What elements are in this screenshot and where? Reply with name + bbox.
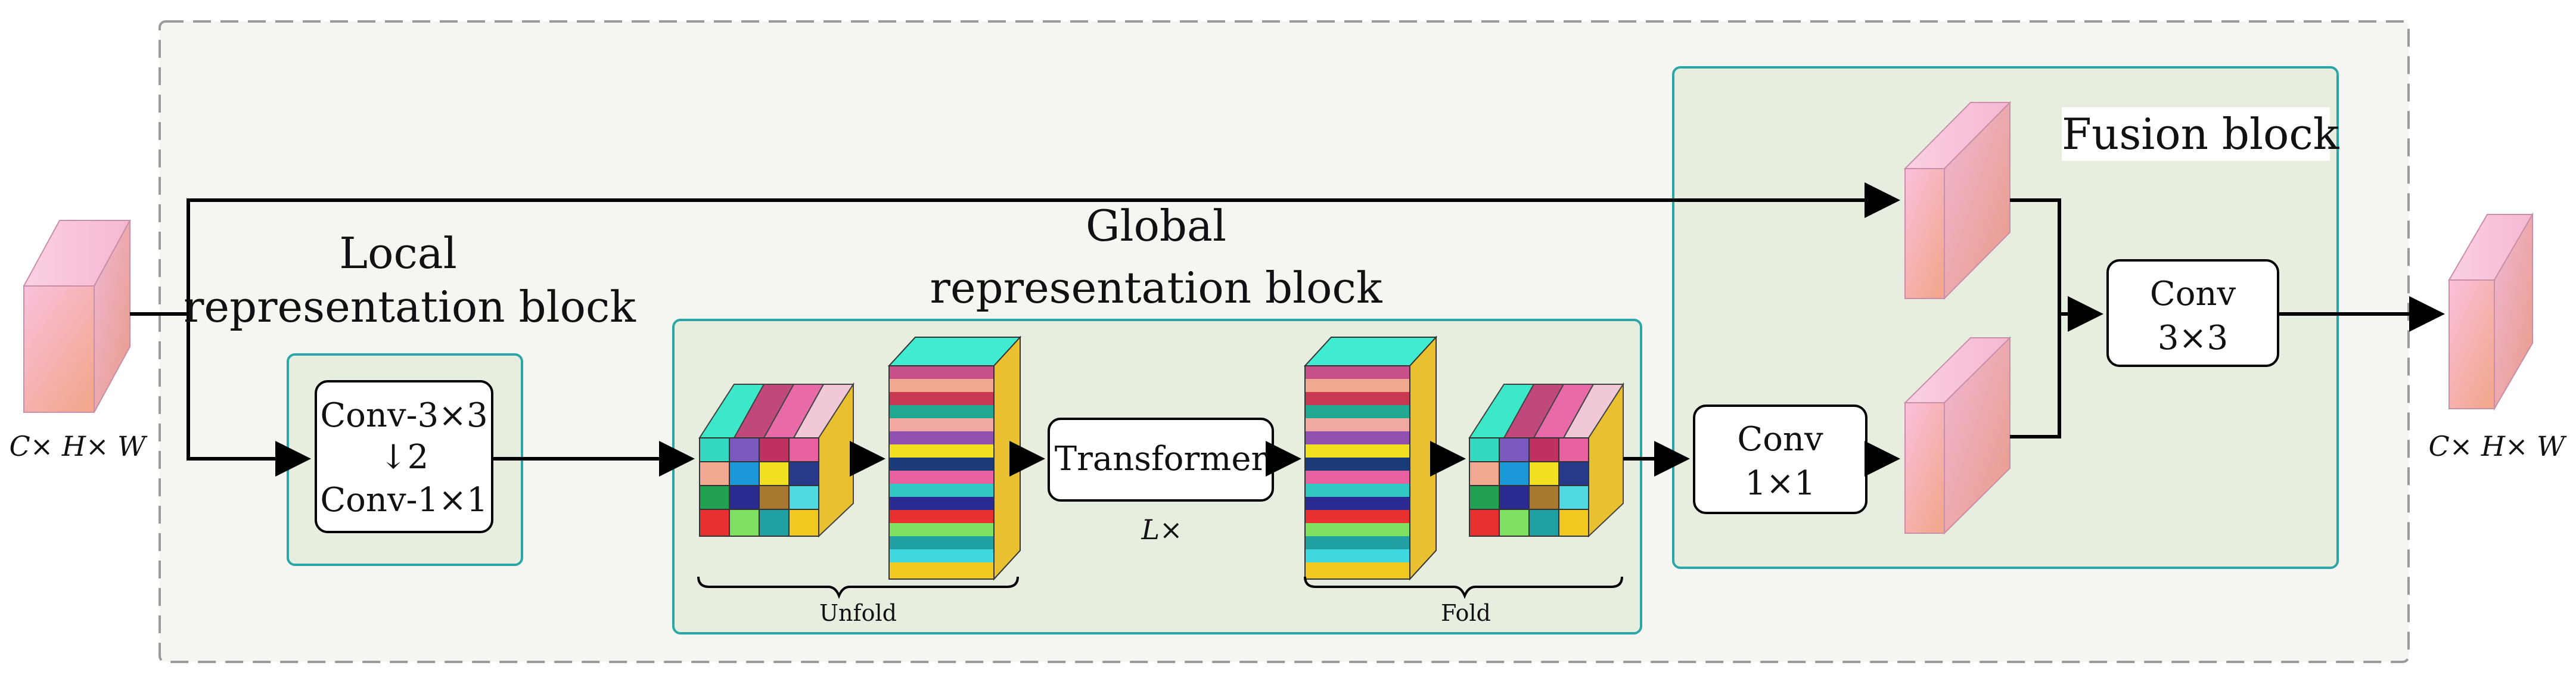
input-dimension-label: C× H× W	[9, 430, 146, 462]
conv3x3-line1: Conv	[2149, 275, 2236, 313]
skip-connection-arrow	[187, 182, 1900, 314]
fusion-block-title: Fusion block	[2062, 107, 2339, 161]
fusion-lower-feature-map	[1903, 336, 2012, 535]
unfold-label: Unfold	[819, 600, 897, 626]
local-block-title-line2: representation block	[184, 282, 636, 332]
global-block-title-line1: Global	[1086, 201, 1226, 251]
connections	[130, 182, 2445, 477]
input-feature-map	[23, 220, 131, 413]
fold-token-stack	[1303, 335, 1438, 581]
transformer-label: Transformer	[1054, 440, 1267, 478]
unfold-brace	[697, 576, 1019, 599]
output-dimension-label: C× H× W	[2428, 430, 2565, 462]
fold-patch-cube	[1468, 382, 1624, 538]
output-feature-map	[2448, 212, 2534, 411]
transformer-repeat-label: L×	[1141, 514, 1183, 546]
fold-label: Fold	[1441, 600, 1491, 626]
unfold-patch-cube	[698, 382, 854, 538]
fold-brace	[1304, 576, 1623, 599]
local-conv-line1: Conv-3×3	[320, 396, 488, 435]
local-downsample-line: ↓2	[379, 438, 429, 477]
upper-feature-to-merge-line	[2010, 198, 2061, 438]
local-block-title-line1: Local	[339, 228, 457, 278]
conv1x1-line2: 1×1	[1745, 464, 1816, 503]
fusion-upper-feature-map	[1903, 101, 2012, 300]
local-conv-box	[315, 380, 493, 533]
global-block-title-line2: representation block	[930, 263, 1382, 313]
unfold-token-stack	[887, 335, 1022, 581]
local-conv-line3: Conv-1×1	[320, 481, 488, 520]
input-to-local-arrow	[187, 314, 311, 477]
conv1x1-line1: Conv	[1737, 420, 1823, 459]
conv3x3-line2: 3×3	[2157, 319, 2229, 357]
